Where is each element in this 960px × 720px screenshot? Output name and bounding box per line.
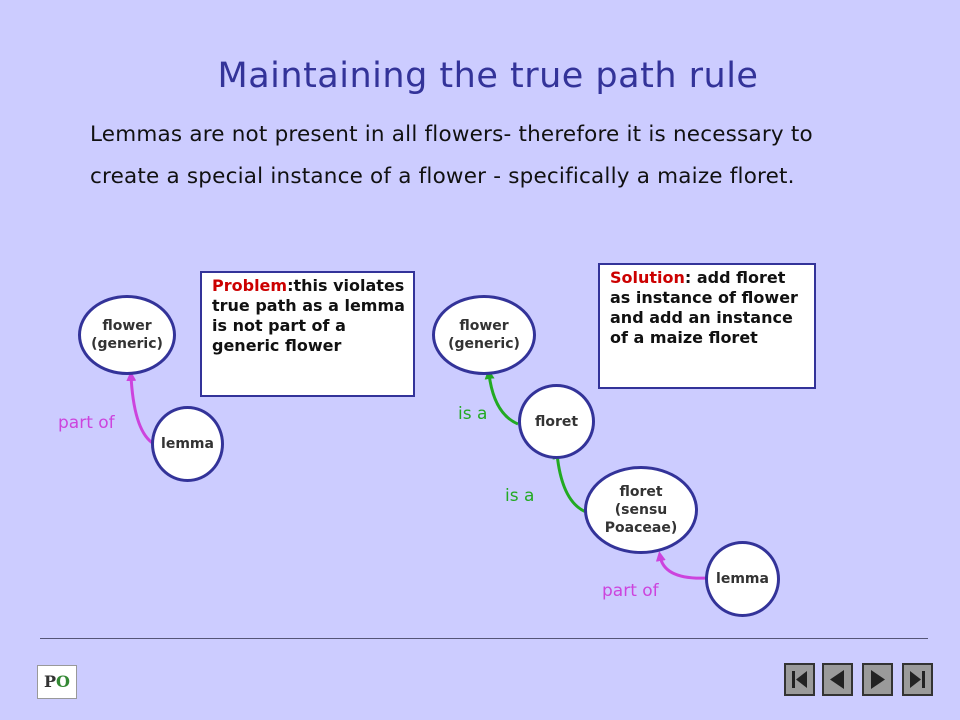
po-logo: PO: [37, 665, 77, 699]
right-part-of-arrow: [655, 551, 708, 580]
next-slide-icon: [871, 670, 885, 689]
right-part-of-label: part of: [602, 581, 659, 601]
floret-node: floret: [518, 384, 595, 459]
first-slide-button[interactable]: [784, 663, 815, 696]
right-flower-label: flower: [459, 318, 509, 334]
right-lemma-label: lemma: [716, 571, 769, 587]
floret-sensu-node: floret (sensu Poaceae): [584, 466, 698, 554]
problem-text: this violates true path as a lemma is no…: [212, 276, 405, 355]
first-slide-icon: [792, 671, 807, 688]
left-flower-node: flower (generic): [78, 295, 176, 375]
left-lemma-label: lemma: [161, 436, 214, 452]
is-a-label-1: is a: [458, 404, 488, 424]
previous-slide-icon: [830, 670, 844, 689]
floret-sensu-label-2: (sensu: [614, 502, 668, 518]
floret-label: floret: [534, 413, 579, 430]
left-flower-sublabel: (generic): [91, 336, 163, 352]
last-slide-icon: [910, 671, 925, 688]
last-slide-button[interactable]: [902, 663, 933, 696]
footer-divider: [40, 638, 928, 639]
problem-box: Problem:this violates true path as a lem…: [200, 271, 415, 397]
left-lemma-node: lemma: [151, 406, 224, 482]
solution-colon: :: [684, 268, 692, 287]
next-slide-button[interactable]: [862, 663, 893, 696]
floret-sensu-label-3: Poaceae): [604, 520, 678, 536]
right-is-a-arrow-2: [552, 449, 587, 514]
problem-keyword: Problem: [212, 276, 288, 295]
problem-colon: :: [287, 276, 294, 295]
left-part-of-label: part of: [58, 413, 115, 433]
previous-slide-button[interactable]: [822, 663, 853, 696]
solution-box: Solution: add floret as instance of flow…: [598, 263, 816, 389]
right-is-a-arrow-1: [484, 369, 519, 426]
left-part-of-arrow: [126, 371, 155, 446]
solution-keyword: Solution: [610, 268, 685, 287]
left-flower-label: flower: [102, 318, 152, 334]
is-a-label-2: is a: [505, 486, 535, 506]
right-flower-node: flower (generic): [432, 295, 536, 375]
right-flower-sublabel: (generic): [448, 336, 520, 352]
solution-text: add floret as instance of flower and add…: [610, 268, 798, 347]
intro-text: Lemmas are not present in all flowers- t…: [90, 114, 910, 198]
intro-line-1: Lemmas are not present in all flowers- t…: [90, 122, 813, 147]
slide-title: Maintaining the true path rule: [217, 56, 759, 96]
intro-line-2: create a special instance of a flower - …: [90, 164, 795, 189]
floret-sensu-label-1: floret: [619, 484, 663, 500]
right-lemma-node: lemma: [705, 541, 780, 617]
